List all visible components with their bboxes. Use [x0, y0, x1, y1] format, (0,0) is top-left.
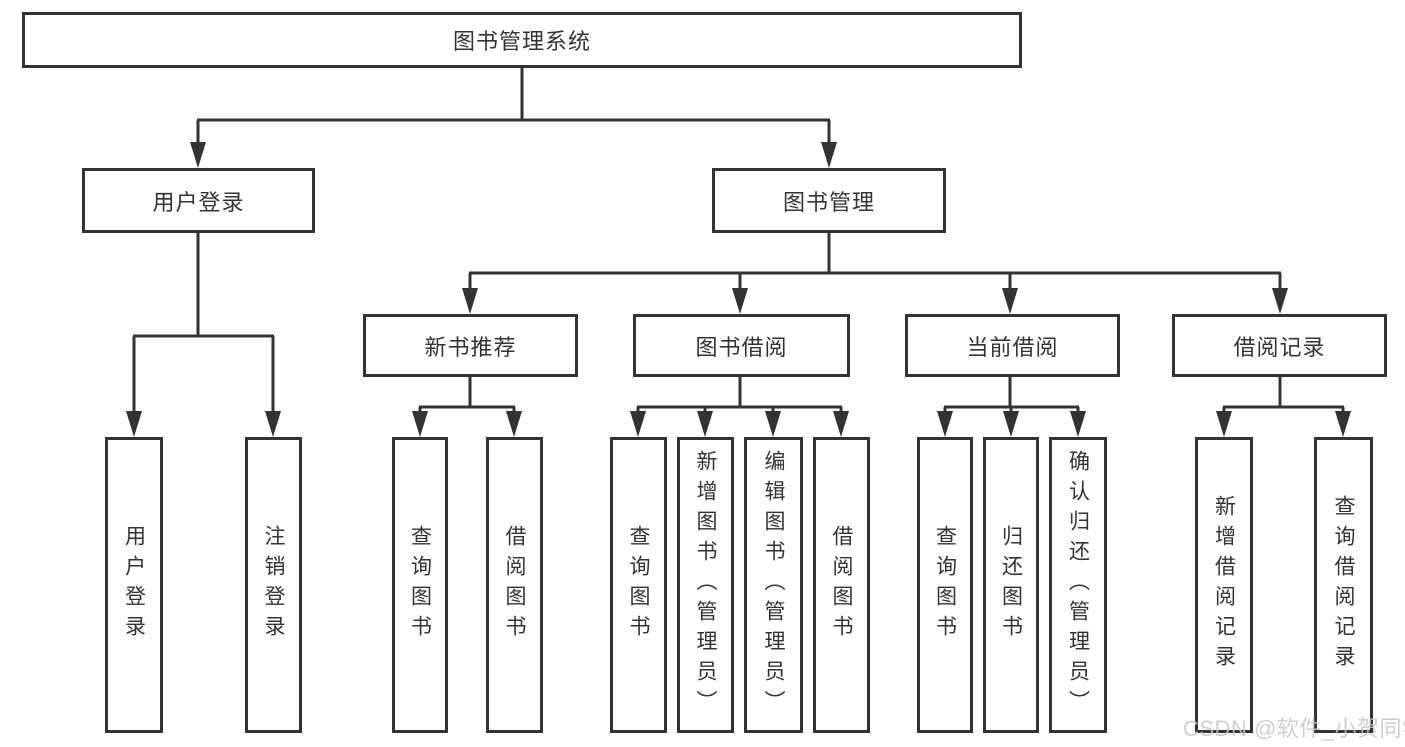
arrow-down-icon [732, 288, 748, 314]
arrow-down-icon [765, 411, 781, 437]
arrow-down-icon [1070, 411, 1086, 437]
arrow-down-icon [265, 411, 281, 437]
node-borrowing-records: 借阅记录 [1172, 314, 1387, 377]
node-new-book-recommend: 新书推荐 [363, 314, 578, 377]
leaf-return-books-label: 归还图书 [999, 525, 1023, 645]
arrow-down-icon [506, 411, 522, 437]
leaf-borrow-books-label: 借阅图书 [830, 525, 853, 645]
leaf-query-books-current-label: 查询图书 [933, 525, 957, 645]
leaf-logout: 注销登录 [245, 437, 302, 733]
arrow-down-icon [630, 411, 646, 437]
leaf-query-books-current: 查询图书 [917, 437, 973, 733]
leaf-borrow-books-recommend: 借阅图书 [486, 437, 543, 733]
leaf-borrow-books-recommend-label: 借阅图书 [503, 525, 526, 645]
arrow-down-icon [126, 411, 142, 437]
leaf-query-books-borrowing-label: 查询图书 [627, 525, 650, 645]
leaf-query-books-recommend-label: 查询图书 [408, 525, 432, 645]
leaf-confirm-return-admin: 确认归还（管理员） [1049, 437, 1107, 733]
arrow-down-icon [412, 411, 428, 437]
node-root: 图书管理系统 [22, 12, 1022, 68]
node-current-borrowing: 当前借阅 [905, 314, 1120, 377]
arrow-down-icon [937, 411, 953, 437]
arrow-down-icon [190, 142, 206, 168]
leaf-query-borrow-record: 查询借阅记录 [1314, 437, 1373, 733]
leaf-edit-books-admin-label: 编辑图书（管理员） [762, 450, 785, 720]
leaf-return-books: 归还图书 [983, 437, 1039, 733]
leaf-query-books-recommend: 查询图书 [392, 437, 448, 733]
node-book-management: 图书管理 [712, 168, 946, 233]
node-book-management-label: 图书管理 [782, 189, 875, 215]
arrow-down-icon [462, 288, 478, 314]
node-new-book-recommend-label: 新书推荐 [424, 334, 517, 360]
arrow-down-icon [697, 411, 713, 437]
node-user-login-label: 用户登录 [152, 189, 245, 215]
arrow-down-icon [1272, 288, 1288, 314]
leaf-query-books-borrowing: 查询图书 [610, 437, 667, 733]
arrow-down-icon [1216, 411, 1232, 437]
leaf-edit-books-admin: 编辑图书（管理员） [744, 437, 803, 733]
arrow-down-icon [1002, 288, 1018, 314]
leaf-borrow-books: 借阅图书 [813, 437, 870, 733]
node-borrowing-records-label: 借阅记录 [1233, 334, 1326, 360]
leaf-user-login: 用户登录 [105, 437, 163, 733]
node-root-label: 图书管理系统 [452, 29, 591, 54]
csdn-watermark: CSDN @软件_小贺同学 [1183, 716, 1405, 741]
arrow-down-icon [821, 142, 837, 168]
node-book-borrowing: 图书借阅 [633, 314, 850, 377]
leaf-logout-label: 注销登录 [262, 525, 285, 645]
leaf-user-login-label: 用户登录 [122, 525, 146, 645]
arrow-down-icon [1003, 411, 1019, 437]
node-user-login: 用户登录 [82, 168, 315, 233]
node-book-borrowing-label: 图书借阅 [695, 334, 788, 360]
arrow-down-icon [1335, 411, 1351, 437]
leaf-add-borrow-record: 新增借阅记录 [1195, 437, 1253, 733]
leaf-add-books-admin: 新增图书（管理员） [677, 437, 734, 733]
leaf-confirm-return-admin-label: 确认归还（管理员） [1066, 450, 1090, 720]
leaf-query-borrow-record-label: 查询借阅记录 [1332, 495, 1355, 675]
leaf-add-books-admin-label: 新增图书（管理员） [694, 450, 717, 720]
arrow-down-icon [833, 411, 849, 437]
node-current-borrowing-label: 当前借阅 [966, 334, 1059, 360]
leaf-add-borrow-record-label: 新增借阅记录 [1212, 495, 1236, 675]
